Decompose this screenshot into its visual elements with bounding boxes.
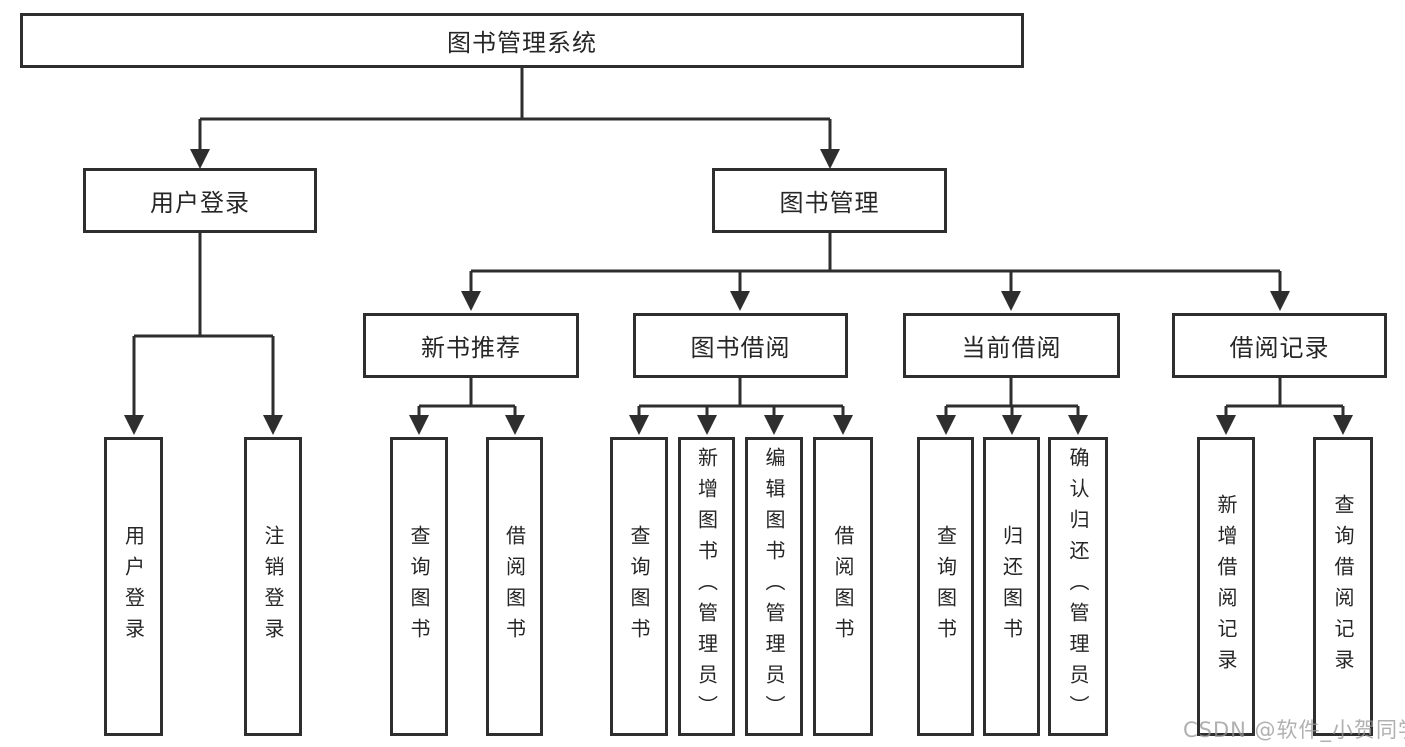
leaf-label: 新增借阅记录 [1214,493,1238,680]
node-borrow-records: 借阅记录 [1172,313,1387,378]
leaf-borrow-books-2: 借阅图书 [813,437,873,736]
leaf-add-borrow-record: 新增借阅记录 [1197,437,1255,736]
leaf-query-books-1: 查询图书 [390,437,448,736]
leaf-label: 新增图书（管理员） [694,447,719,726]
leaf-edit-books-admin: 编辑图书（管理员） [745,437,803,736]
leaf-label: 编辑图书（管理员） [762,447,786,726]
leaf-confirm-return-admin: 确认归还（管理员） [1048,437,1108,736]
leaf-label: 确认归还（管理员） [1066,447,1090,726]
leaf-label: 借阅图书 [831,524,855,649]
leaf-label: 查询图书 [933,524,958,649]
node-user-login: 用户登录 [83,168,317,233]
leaf-logout: 注销登录 [244,437,302,736]
leaf-label: 查询借阅记录 [1331,493,1355,680]
node-current-borrow: 当前借阅 [903,313,1120,378]
node-new-book-recommend: 新书推荐 [363,313,579,378]
leaf-query-books-3: 查询图书 [917,437,974,736]
leaf-query-borrow-record: 查询借阅记录 [1313,437,1373,736]
leaf-label: 注销登录 [261,524,285,649]
csdn-watermark: CSDN @软件_小贺同学 [1183,718,1405,742]
node-root-system: 图书管理系统 [20,13,1024,68]
leaf-query-books-2: 查询图书 [610,437,668,736]
leaf-add-books-admin: 新增图书（管理员） [678,437,735,736]
leaf-label: 用户登录 [121,524,146,649]
leaf-user-login: 用户登录 [104,437,163,736]
leaf-label: 查询图书 [407,524,431,649]
leaf-return-books: 归还图书 [983,437,1040,736]
leaf-label: 归还图书 [999,524,1024,649]
leaf-borrow-books-1: 借阅图书 [486,437,543,736]
leaf-label: 查询图书 [627,524,651,649]
node-book-borrow: 图书借阅 [633,313,848,378]
node-book-management: 图书管理 [712,168,947,233]
leaf-label: 借阅图书 [502,524,527,649]
